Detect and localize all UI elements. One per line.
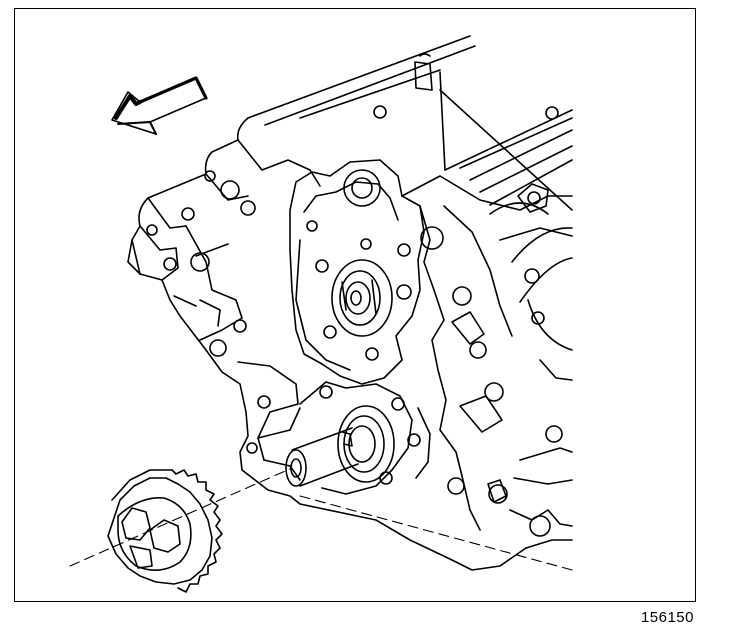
block-right-side: [401, 175, 573, 537]
direction-arrow: [111, 76, 208, 135]
crankshaft-sprocket: [107, 469, 223, 593]
engine-block: [127, 117, 573, 571]
figure-id-label: 156150: [640, 609, 694, 626]
lower-cover: [299, 381, 431, 495]
centerline-dashes: [69, 467, 573, 571]
timing-cover-face: [289, 159, 425, 385]
camshaft-thrust-plate: [331, 259, 393, 337]
block-top-deck: [247, 35, 573, 211]
crankshaft-snout: [285, 405, 395, 487]
